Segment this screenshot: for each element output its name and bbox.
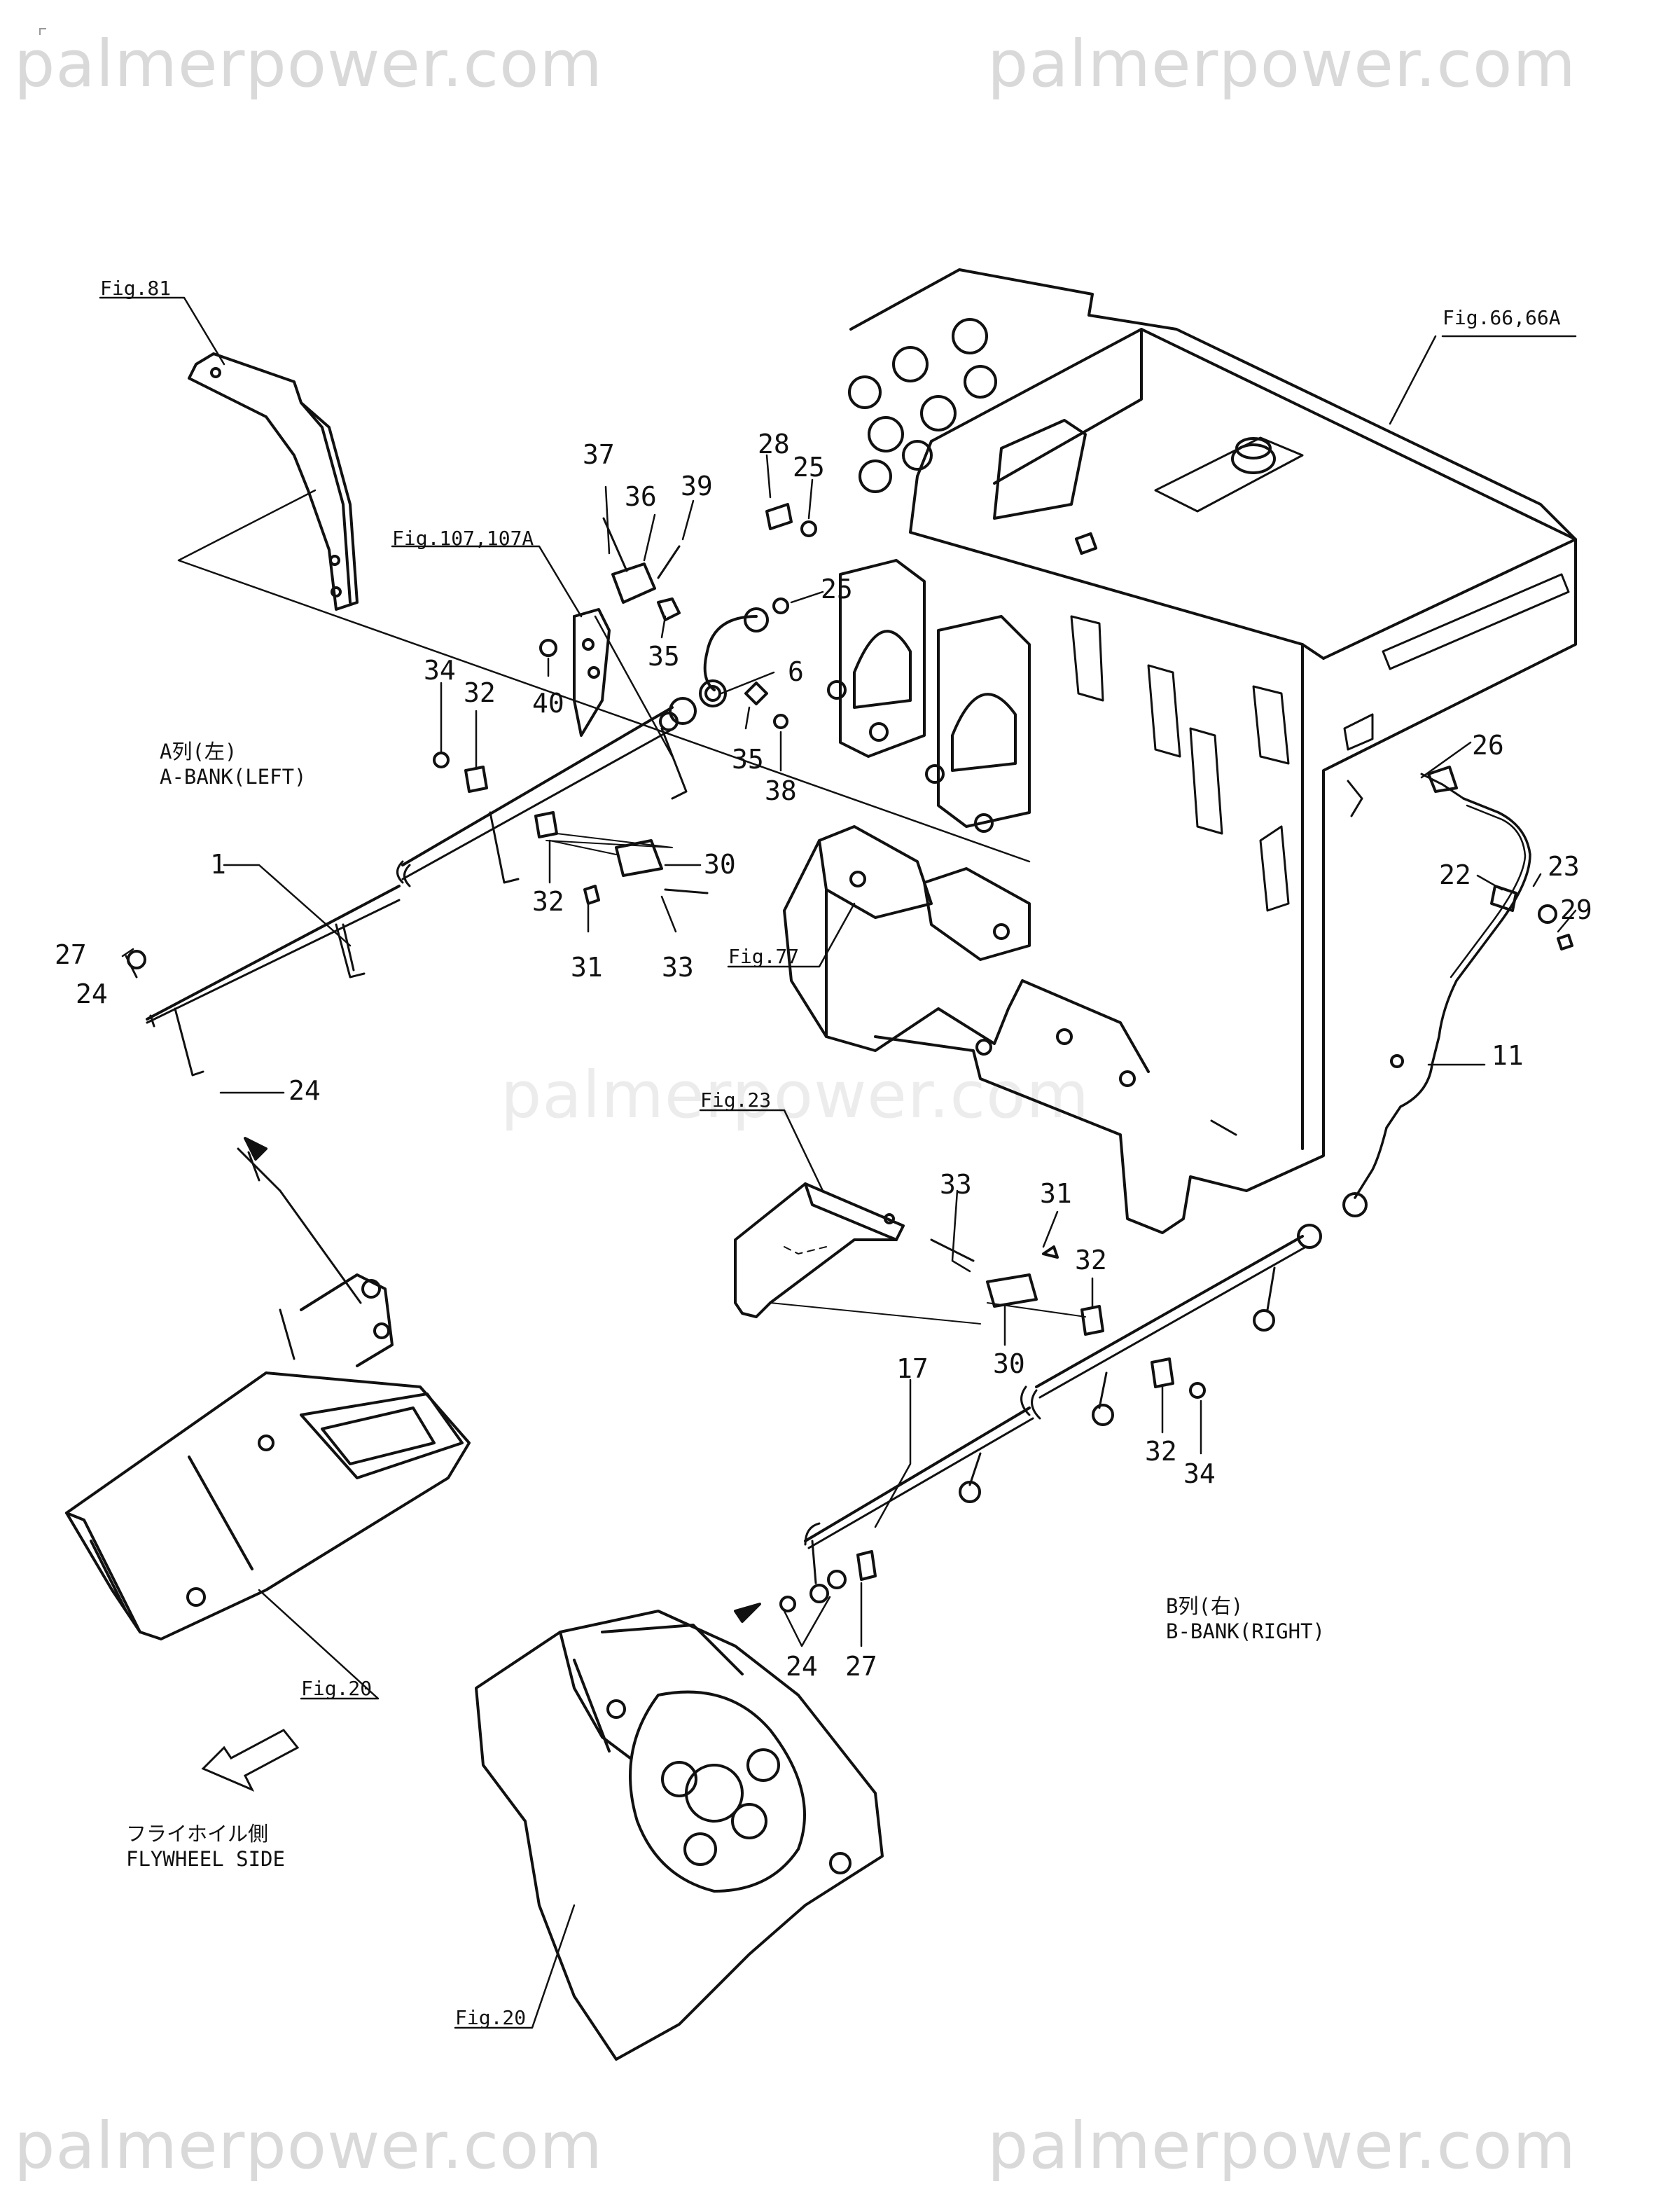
callout-38[interactable]: 38 <box>765 775 797 806</box>
callout-27-b[interactable]: 27 <box>845 1651 877 1682</box>
b-bank-label: B列(右) B-BANK(RIGHT) <box>1166 1594 1325 1645</box>
leader-lines <box>99 296 1577 2029</box>
callout-39[interactable]: 39 <box>681 471 713 502</box>
turbocharger-fig20-drawing <box>65 1273 471 1640</box>
callout-40[interactable]: 40 <box>532 688 564 719</box>
watermark-bottom-left: palmerpower.com <box>14 2108 604 2183</box>
fig-ref-66[interactable]: Fig.66,66A <box>1443 306 1561 329</box>
callout-27-a[interactable]: 27 <box>55 939 87 970</box>
cylinder-head-fig20-drawing <box>475 1610 884 2061</box>
a-bank-label: A列(左) A-BANK(LEFT) <box>160 739 307 790</box>
crop-mark <box>39 28 46 35</box>
callout-32-c[interactable]: 32 <box>1075 1245 1107 1276</box>
callout-28[interactable]: 28 <box>758 429 790 459</box>
flywheel-side-label: フライホイル側 FLYWHEEL SIDE <box>126 1821 285 1872</box>
b-bank-label-jp: B列(右) <box>1166 1594 1244 1618</box>
callout-1[interactable]: 1 <box>210 849 226 880</box>
watermark-top-left: palmerpower.com <box>14 27 604 102</box>
a-bank-clips-drawing <box>433 752 709 905</box>
callout-35-b[interactable]: 35 <box>732 744 764 775</box>
watermark-bottom-right: palmerpower.com <box>987 2108 1577 2183</box>
callout-37[interactable]: 37 <box>583 439 615 470</box>
flywheel-side-arrow-icon <box>201 1729 300 1792</box>
flywheel-side-label-jp: フライホイル側 <box>126 1822 269 1846</box>
b-bank-label-en: B-BANK(RIGHT) <box>1166 1619 1325 1644</box>
bracket-fig107-drawing <box>573 608 674 758</box>
fig-ref-20-head[interactable]: Fig.20 <box>455 2006 527 2029</box>
callout-6[interactable]: 6 <box>788 656 804 687</box>
callout-33-a[interactable]: 33 <box>662 952 694 983</box>
fig-ref-20-turbo[interactable]: Fig.20 <box>301 1677 373 1700</box>
flow-arrows <box>237 1137 362 1304</box>
callout-22[interactable]: 22 <box>1439 859 1471 890</box>
callout-36[interactable]: 36 <box>625 481 657 512</box>
callout-33-b[interactable]: 33 <box>940 1169 972 1200</box>
callout-31-a[interactable]: 31 <box>571 952 603 983</box>
exhaust-manifold-drawing <box>783 559 1150 1087</box>
callout-34-b[interactable]: 34 <box>1183 1458 1216 1489</box>
upper-hardware-drawing <box>539 503 817 729</box>
callout-32-a[interactable]: 32 <box>464 677 496 708</box>
callout-25-a[interactable]: 25 <box>793 452 825 483</box>
callout-23[interactable]: 23 <box>1548 851 1580 882</box>
callout-24-b[interactable]: 24 <box>289 1075 321 1106</box>
engine-block-drawing <box>848 268 1577 1234</box>
callout-24-c[interactable]: 24 <box>786 1651 818 1682</box>
harness-1-drawing <box>125 697 697 1077</box>
fig-ref-23[interactable]: Fig.23 <box>700 1088 772 1112</box>
callout-35-a[interactable]: 35 <box>648 641 680 672</box>
callout-32-d[interactable]: 32 <box>1145 1436 1177 1467</box>
callout-31-b[interactable]: 31 <box>1040 1178 1072 1209</box>
b-bank-clips-drawing <box>930 1238 1206 1399</box>
callout-30-a[interactable]: 30 <box>704 849 736 880</box>
bracket-fig81-drawing <box>177 352 1031 863</box>
pipe-11-drawing <box>1342 766 1573 1217</box>
callout-26[interactable]: 26 <box>1472 730 1504 761</box>
callout-17[interactable]: 17 <box>896 1353 929 1384</box>
callout-24-a[interactable]: 24 <box>76 979 108 1009</box>
a-bank-label-jp: A列(左) <box>160 740 237 763</box>
callout-34-a[interactable]: 34 <box>424 655 456 686</box>
watermark-middle: palmerpower.com <box>501 1058 1090 1133</box>
watermark-top-right: palmerpower.com <box>987 27 1577 102</box>
callout-25-b[interactable]: 25 <box>821 574 853 604</box>
fig-ref-81[interactable]: Fig.81 <box>100 277 172 300</box>
fig-ref-107[interactable]: Fig.107,107A <box>392 527 534 550</box>
callout-29[interactable]: 29 <box>1560 894 1592 925</box>
a-bank-label-en: A-BANK(LEFT) <box>160 765 307 789</box>
fig-ref-77[interactable]: Fig.77 <box>728 945 800 968</box>
callout-30-b[interactable]: 30 <box>993 1348 1025 1379</box>
harness-17-drawing <box>734 1224 1322 1623</box>
callout-11[interactable]: 11 <box>1492 1040 1524 1071</box>
bracket-fig23-drawing <box>734 1182 981 1325</box>
flywheel-side-label-en: FLYWHEEL SIDE <box>126 1847 285 1872</box>
callout-32-b[interactable]: 32 <box>532 886 564 917</box>
